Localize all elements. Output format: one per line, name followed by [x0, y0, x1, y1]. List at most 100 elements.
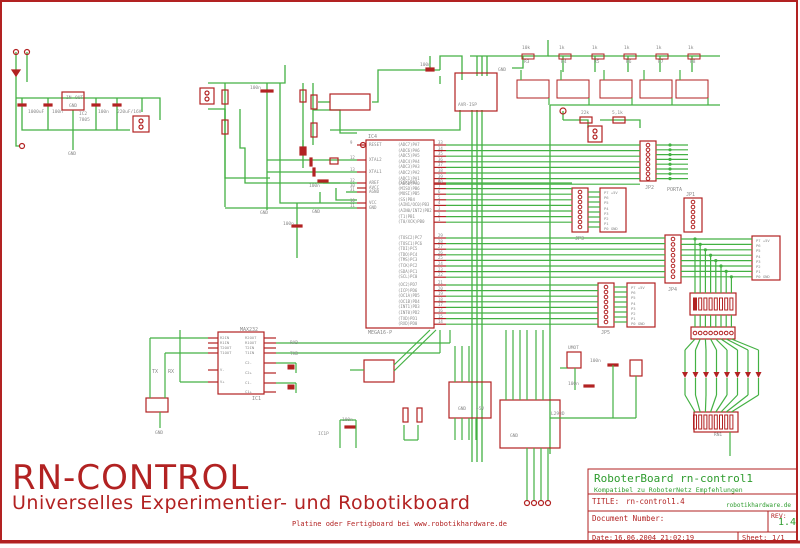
mcu-pin-label: GND: [369, 205, 377, 210]
max-pin-label: C2+: [245, 370, 252, 375]
mcu-pin-number: 22: [438, 272, 443, 278]
jp7-pin: [708, 330, 713, 336]
mcu-pin-number: 14: [438, 319, 443, 325]
max-pin-label: T2IN: [245, 345, 255, 350]
mcu-pin-label: (ADC4)PA4: [398, 158, 420, 164]
mcu-pin-number: 6: [438, 189, 441, 195]
port-pin-label: P2: [631, 311, 636, 316]
rn1-name: RN1: [714, 433, 723, 438]
mcu-pin-label: (MISO)PB6: [398, 185, 420, 191]
mcu-pin-number: 16: [438, 308, 443, 313]
mcu-pin-label: (SDA)PC1: [398, 268, 418, 274]
umot-label: UMOT: [568, 346, 579, 351]
mcu-pin-label: (INT1)PD3: [398, 304, 420, 310]
ic1p-name: IC1P: [318, 432, 329, 437]
port-pin-label: P3: [631, 305, 636, 311]
dip-switch-lever: [693, 297, 697, 311]
pullup-R6: [623, 53, 637, 60]
junction: [724, 269, 728, 273]
mcu-pin-number: 21: [438, 280, 443, 285]
port-pin-label: P7 +5V: [604, 190, 618, 195]
mcu-pin-number: 33: [438, 140, 443, 145]
pullup-value: 1k: [559, 46, 565, 51]
rn1-resistor: [719, 414, 723, 430]
max-cap: [287, 364, 295, 370]
mcu-ic4-body: [365, 139, 435, 329]
led-icon: [682, 372, 688, 378]
mcu-pin-number: 7: [438, 183, 441, 189]
mcu-pin-label: (TDO)PC4: [398, 251, 418, 257]
dip-switch-lever: [713, 297, 718, 311]
port-pin-label: P6: [756, 243, 761, 249]
mcu-pin-number: 10: [350, 198, 355, 203]
port-pin-label: P7 +5V: [756, 238, 770, 243]
jp7-pin: [723, 330, 729, 336]
jp4-pin: [670, 269, 676, 274]
mcu-pin-number: 20: [438, 285, 443, 291]
header-jp1: [683, 197, 703, 233]
mcu-pin-number: 30: [350, 183, 355, 188]
led-rn-wire: [731, 394, 759, 413]
rx-label: RX: [168, 369, 175, 375]
mcu-pin-label: (TXD)PD1: [398, 315, 418, 321]
jp1-pin: [690, 209, 696, 215]
junction: [729, 275, 734, 279]
c2-value: 100n: [250, 86, 261, 91]
led-icon: [692, 372, 699, 378]
title-block-frame: [587, 468, 798, 543]
gnd-label-2: GND: [312, 210, 321, 215]
mcu-pin-label: (SCL)PC0: [398, 274, 418, 280]
jp1-pin: [690, 219, 696, 225]
mcu-pin-label: (SS)PB4: [398, 196, 415, 202]
port-pin-label: P5: [631, 295, 636, 301]
jp6-wire: [393, 329, 437, 372]
led-rn-wire: [704, 394, 707, 413]
pullup-name: R3: [524, 60, 530, 65]
mcu-pin-label: (INT0)PD2: [398, 310, 420, 315]
max-pin-label: T2OUT: [220, 345, 232, 350]
pullup-R8: [687, 53, 701, 60]
led-wire: [704, 338, 707, 351]
portd-block: [626, 282, 656, 328]
junction: [668, 167, 672, 171]
jp4-name: JP4: [668, 287, 678, 293]
pullup-R3: [521, 53, 535, 60]
max-cap: [287, 384, 295, 390]
led-rn-wire: [694, 394, 701, 413]
optocoupler-3: [599, 79, 633, 99]
mcu-pin-label: (MOSI)PB5: [398, 191, 420, 197]
led-icon: [745, 372, 751, 378]
max-pin-label: V-: [220, 367, 225, 372]
jp7-pin: [718, 330, 724, 336]
rn1-resistor: [713, 414, 718, 430]
junction: [668, 153, 672, 157]
c1-value: 100n: [342, 418, 353, 423]
port-pin-label: P1: [756, 269, 761, 275]
header-jp2: [639, 140, 657, 182]
tb-rev-value: 1.4: [778, 517, 797, 528]
tb-title-label: TITLE:: [592, 497, 620, 506]
max-pin-label: T1IN: [245, 350, 255, 355]
mcu-pin-label: VCC: [369, 200, 377, 205]
jp5-pin: [603, 304, 609, 310]
jp3-pin: [577, 214, 583, 220]
board-subtitle: Universelles Experimentier- und Robotikb…: [12, 492, 471, 514]
l293-type: L293D: [551, 412, 565, 417]
port-pin-label: P6: [631, 290, 636, 296]
pullup-name: R5: [594, 60, 600, 65]
junction: [703, 248, 708, 252]
pullup-value: 1k: [656, 46, 662, 51]
optocoupler-4: [639, 79, 673, 99]
led-rn-wire: [684, 394, 696, 413]
mcu-pin-label: XTAL1: [369, 169, 382, 174]
max-pin-label: R1IN: [220, 340, 230, 345]
mcu-pin-label: (TCK)PC2: [398, 263, 418, 268]
junction: [709, 253, 713, 257]
r9-value: 22k: [581, 111, 590, 116]
jp4-pin: [670, 236, 676, 242]
i2c-gnd: GND: [458, 407, 467, 412]
mcu-pin-number: 35: [438, 151, 443, 157]
jp2-pin: [645, 157, 651, 162]
led-wire: [684, 338, 696, 351]
